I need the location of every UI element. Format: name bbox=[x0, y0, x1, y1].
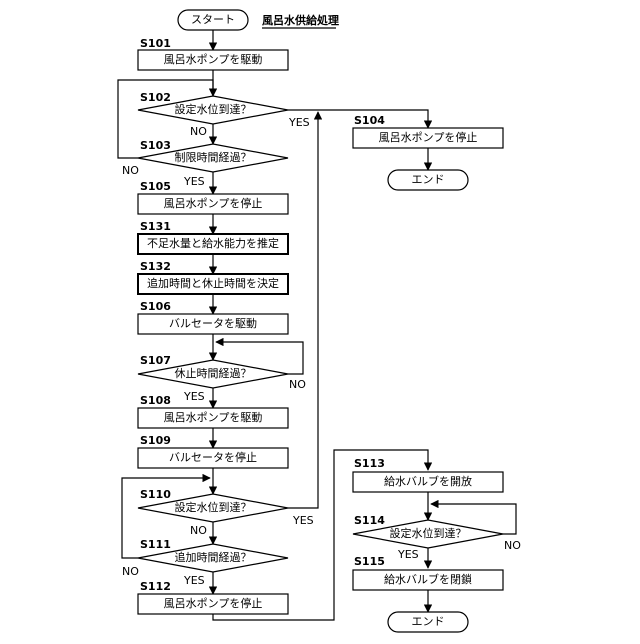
step-id-s110: S110 bbox=[140, 488, 171, 501]
decision-label-s107: 休止時間経過？ bbox=[175, 367, 252, 380]
no-label-s103: NO bbox=[122, 164, 139, 177]
step-id-s111: S111 bbox=[140, 538, 171, 551]
process-label-s112: 風呂水ポンプを停止 bbox=[164, 596, 263, 610]
no-label-s114: NO bbox=[504, 539, 521, 552]
process-label-s115: 給水バルブを閉鎖 bbox=[384, 572, 472, 586]
step-id-s112: S112 bbox=[140, 580, 171, 593]
step-id-s115: S115 bbox=[354, 555, 385, 568]
connector-s110-yes-s102-merge bbox=[288, 112, 318, 508]
decision-label-s102: 設定水位到達？ bbox=[175, 102, 252, 116]
decision-label-s114: 設定水位到達？ bbox=[390, 526, 467, 540]
yes-label-s102: YES bbox=[288, 116, 310, 129]
step-id-s113: S113 bbox=[354, 457, 385, 470]
yes-label-s110: YES bbox=[292, 514, 314, 527]
process-label-s131: 不足水量と給水能力を推定 bbox=[147, 236, 279, 250]
start-label: スタート bbox=[191, 13, 235, 26]
end-label-1: エンド bbox=[412, 173, 445, 186]
step-id-s132: S132 bbox=[140, 260, 171, 273]
step-id-s101: S101 bbox=[140, 37, 171, 50]
step-id-s104: S104 bbox=[354, 114, 385, 127]
decision-label-s111: 追加時間経過？ bbox=[175, 550, 252, 564]
yes-label-s111: YES bbox=[183, 574, 205, 587]
step-id-s106: S106 bbox=[140, 300, 171, 313]
process-label-s113: 給水バルブを開放 bbox=[384, 474, 472, 488]
page-title: 風呂水供給処理 bbox=[262, 13, 339, 27]
no-label-s110: NO bbox=[190, 524, 207, 537]
process-label-s109: バルセータを停止 bbox=[169, 450, 257, 464]
process-label-s108: 風呂水ポンプを駆動 bbox=[164, 410, 263, 424]
process-label-s104: 風呂水ポンプを停止 bbox=[379, 130, 478, 144]
step-id-s103: S103 bbox=[140, 139, 171, 152]
step-id-s105: S105 bbox=[140, 180, 171, 193]
end-label-2: エンド bbox=[412, 615, 445, 628]
step-id-s102: S102 bbox=[140, 91, 171, 104]
yes-label-s107: YES bbox=[183, 390, 205, 403]
step-id-s114: S114 bbox=[354, 514, 385, 527]
yes-label-s114: YES bbox=[397, 548, 419, 561]
decision-label-s103: 制限時間経過？ bbox=[175, 151, 252, 164]
no-label-s107: NO bbox=[289, 378, 306, 391]
yes-label-s103: YES bbox=[183, 175, 205, 188]
process-label-s105: 風呂水ポンプを停止 bbox=[164, 196, 263, 210]
process-label-s132: 追加時間と休止時間を決定 bbox=[147, 276, 279, 290]
decision-label-s110: 設定水位到達？ bbox=[175, 500, 252, 514]
step-id-s131: S131 bbox=[140, 220, 171, 233]
step-id-s107: S107 bbox=[140, 354, 171, 367]
step-id-s109: S109 bbox=[140, 434, 171, 447]
process-label-s101: 風呂水ポンプを駆動 bbox=[164, 52, 263, 66]
step-id-s108: S108 bbox=[140, 394, 171, 407]
no-label-s102: NO bbox=[190, 125, 207, 138]
process-label-s106: バルセータを駆動 bbox=[169, 316, 257, 330]
no-label-s111: NO bbox=[122, 565, 139, 578]
